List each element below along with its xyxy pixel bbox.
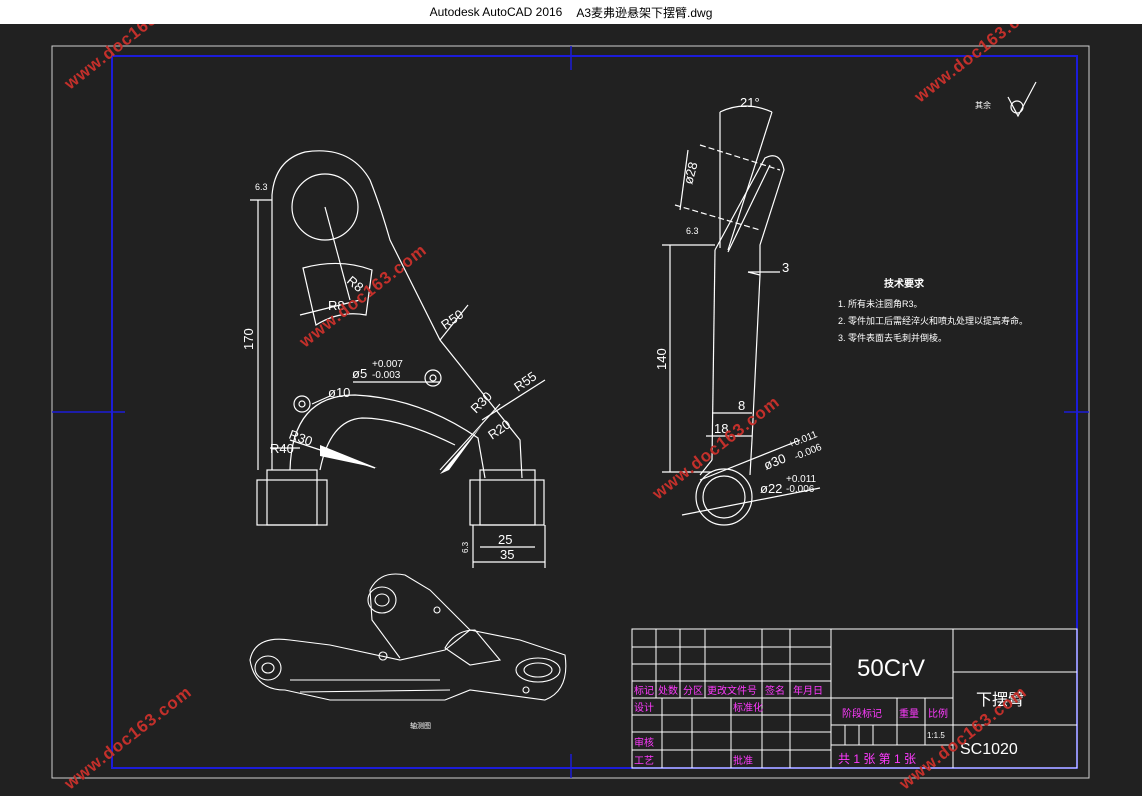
sheets-label: 共 1 张 第 1 张 <box>838 752 916 766</box>
hdr-zone: 分区 <box>683 685 703 697</box>
dim-phi22-minus: -0.006 <box>786 484 815 495</box>
dim-hole-tol-plus: +0.007 <box>372 359 403 370</box>
watermark-1: www.doc163.com <box>60 24 195 94</box>
tech-req-item-2: 2. 零件加工后需经淬火和喷丸处理以提高寿命。 <box>838 315 1028 326</box>
front-roughness-label: 6.3 <box>255 182 268 192</box>
front-arrows <box>320 425 482 474</box>
dim-3: 3 <box>782 260 789 275</box>
lbl-stage: 阶段标记 <box>842 707 882 720</box>
dim-r40: R40 <box>270 441 294 456</box>
watermark-2: www.doc163.com <box>910 24 1045 107</box>
dim-phi22: ø22 <box>760 481 782 496</box>
side-roughness-label: 6.3 <box>461 541 470 553</box>
hdr-date: 年月日 <box>793 684 823 697</box>
dim-8: 8 <box>738 398 745 413</box>
dim-angle-21: 21° <box>740 95 760 110</box>
dim-25: 25 <box>498 532 512 547</box>
hdr-mark: 标记 <box>634 685 654 697</box>
lbl-review: 审核 <box>634 736 654 749</box>
tech-req-item-3: 3. 零件表面去毛刺并倒棱。 <box>838 332 947 343</box>
roughness-rest-label: 其余 <box>975 100 991 110</box>
tech-req-title: 技术要求 <box>884 277 925 290</box>
dim-35: 35 <box>500 547 514 562</box>
title-block-labels: 标记 处数 分区 更改文件号 签名 年月日 设计 标准化 审核 工艺 批准 阶段… <box>634 684 948 767</box>
lbl-design: 设计 <box>634 701 654 714</box>
dim-18: 18 <box>714 421 728 436</box>
file-title: A3麦弗逊悬架下摆臂.dwg <box>576 5 713 20</box>
title-block <box>631 628 1078 769</box>
dim-170: 170 <box>241 328 256 350</box>
lbl-std: 标准化 <box>733 701 763 714</box>
hdr-sign: 签名 <box>765 684 785 697</box>
dim-hole-tol-minus: -0.003 <box>372 370 401 381</box>
scale-value: 1:1.5 <box>927 731 945 740</box>
side-roughness: 6.3 <box>686 226 699 236</box>
dim-r8-lower: R8 <box>328 298 345 313</box>
center-marks <box>52 46 1089 778</box>
dim-hole-phi5: ø5 <box>352 366 367 381</box>
lbl-approve: 批准 <box>733 754 753 767</box>
dim-r20: R20 <box>485 416 513 442</box>
dim-phi10: ø10 <box>328 385 350 400</box>
iso-caption: 轴测图 <box>410 721 431 730</box>
material: 50CrV <box>857 655 925 682</box>
lbl-weight: 重量 <box>899 707 919 720</box>
hdr-change: 更改文件号 <box>707 684 757 697</box>
hdr-count: 处数 <box>658 684 678 697</box>
dim-r55: R55 <box>511 368 539 394</box>
isometric-view <box>249 573 567 701</box>
dim-140: 140 <box>654 348 669 370</box>
lbl-process: 工艺 <box>634 755 654 767</box>
drawing-number: SC1020 <box>960 741 1018 758</box>
watermark-3: www.doc163.com <box>295 240 430 352</box>
tech-requirements: 技术要求 1. 所有未注圆角R3。 2. 零件加工后需经淬火和喷丸处理以提高寿命… <box>838 277 1028 343</box>
outer-sheet-border <box>51 45 1090 779</box>
part-name: 下摆臂 <box>976 691 1024 709</box>
front-view <box>250 150 546 568</box>
dim-r50: R50 <box>438 306 466 332</box>
app-title: Autodesk AutoCAD 2016 <box>429 5 563 19</box>
watermark-5: www.doc163.com <box>60 682 195 791</box>
window-titlebar: Autodesk AutoCAD 2016 A3麦弗逊悬架下摆臂.dwg <box>0 0 1142 24</box>
roughness-symbol <box>1007 81 1037 118</box>
lbl-scale: 比例 <box>928 707 948 720</box>
dim-phi22-plus: +0.011 <box>786 474 817 485</box>
dim-phi28: ø28 <box>680 160 700 186</box>
dim-r30-right: R30 <box>468 389 495 416</box>
side-view <box>662 105 821 526</box>
tech-req-item-1: 1. 所有未注圆角R3。 <box>838 298 923 309</box>
